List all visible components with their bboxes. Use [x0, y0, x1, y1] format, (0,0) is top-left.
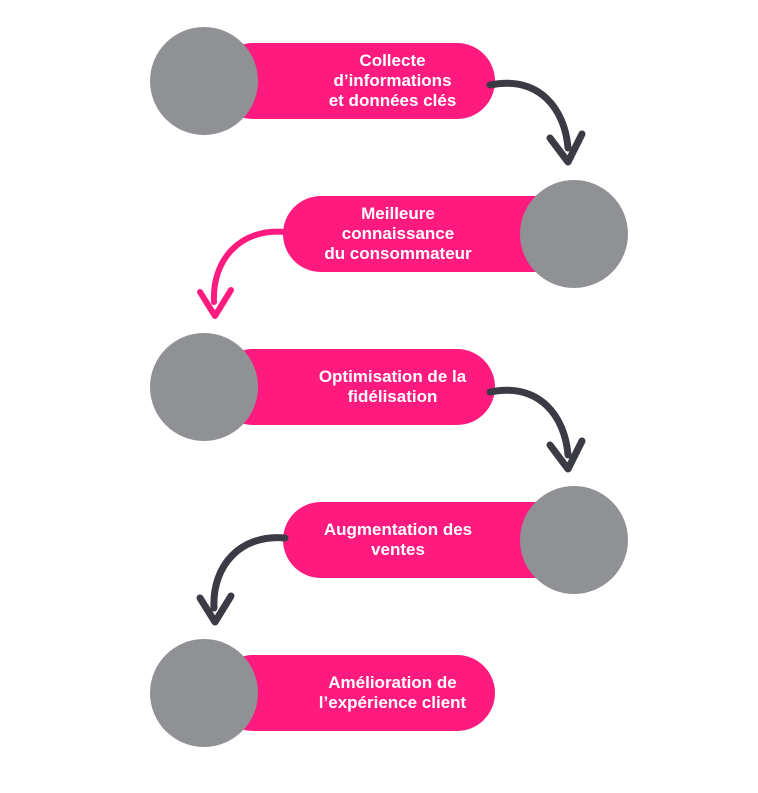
step-5-circle: [150, 639, 258, 747]
step-3-box: Optimisation de la fidélisation: [215, 349, 495, 425]
step-4-label: Augmentation des ventes: [323, 520, 473, 559]
arrow-3-to-4: [486, 386, 586, 473]
step-5-label: Amélioration de l’expérience client: [318, 673, 467, 712]
step-4-circle: [520, 486, 628, 594]
arrow-1-to-2: [486, 79, 586, 166]
arrow-2-to-3: [197, 228, 288, 319]
step-2-label: Meilleure connaissance du consommateur: [324, 204, 472, 263]
step-1-box: Collecte d’informations et données clés: [215, 43, 495, 119]
step-3-label: Optimisation de la fidélisation: [318, 367, 467, 406]
step-3-circle: [150, 333, 258, 441]
step-5-box: Amélioration de l’expérience client: [215, 655, 495, 731]
step-1-label: Collecte d’informations et données clés: [328, 51, 457, 110]
step-1-circle: [150, 27, 258, 135]
step-2-circle: [520, 180, 628, 288]
arrow-4-to-5: [196, 534, 289, 626]
